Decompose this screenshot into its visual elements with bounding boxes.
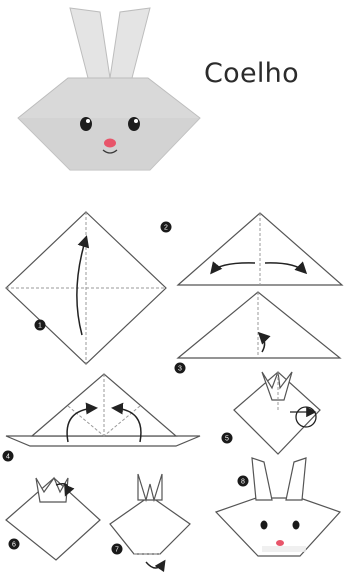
step-badge-1: 1	[35, 320, 46, 331]
step-badge-3: 3	[175, 363, 186, 374]
page-title: Coelho	[204, 58, 299, 89]
step-1-diagram	[6, 212, 166, 364]
bunny-right-eye	[128, 117, 140, 131]
step-badge-7: 7	[112, 544, 123, 555]
step-2-diagram	[178, 213, 342, 285]
step-3-diagram	[178, 292, 340, 358]
step-6-diagram	[6, 478, 100, 560]
step-number-6: 6	[12, 542, 16, 549]
step-number-1: 1	[38, 323, 42, 330]
step-4-diagram	[6, 374, 200, 446]
step-5-diagram	[234, 372, 320, 454]
finished-bunny-image	[18, 8, 200, 170]
step-badge-5: 5	[222, 433, 233, 444]
bunny-left-eye	[80, 117, 92, 131]
step-number-8: 8	[241, 479, 245, 486]
step-badge-2: 2	[161, 222, 172, 233]
step-badge-4: 4	[3, 451, 14, 462]
bunny-nose	[104, 139, 116, 148]
step-badge-8: 8	[238, 476, 249, 487]
step-7-diagram	[110, 474, 190, 568]
step-badge-6: 6	[9, 539, 20, 550]
step-number-2: 2	[164, 225, 168, 232]
step-number-4: 4	[6, 454, 10, 461]
step-number-5: 5	[225, 436, 229, 443]
step-number-7: 7	[115, 547, 119, 554]
step-8-diagram	[216, 458, 340, 556]
step-number-3: 3	[178, 366, 182, 373]
